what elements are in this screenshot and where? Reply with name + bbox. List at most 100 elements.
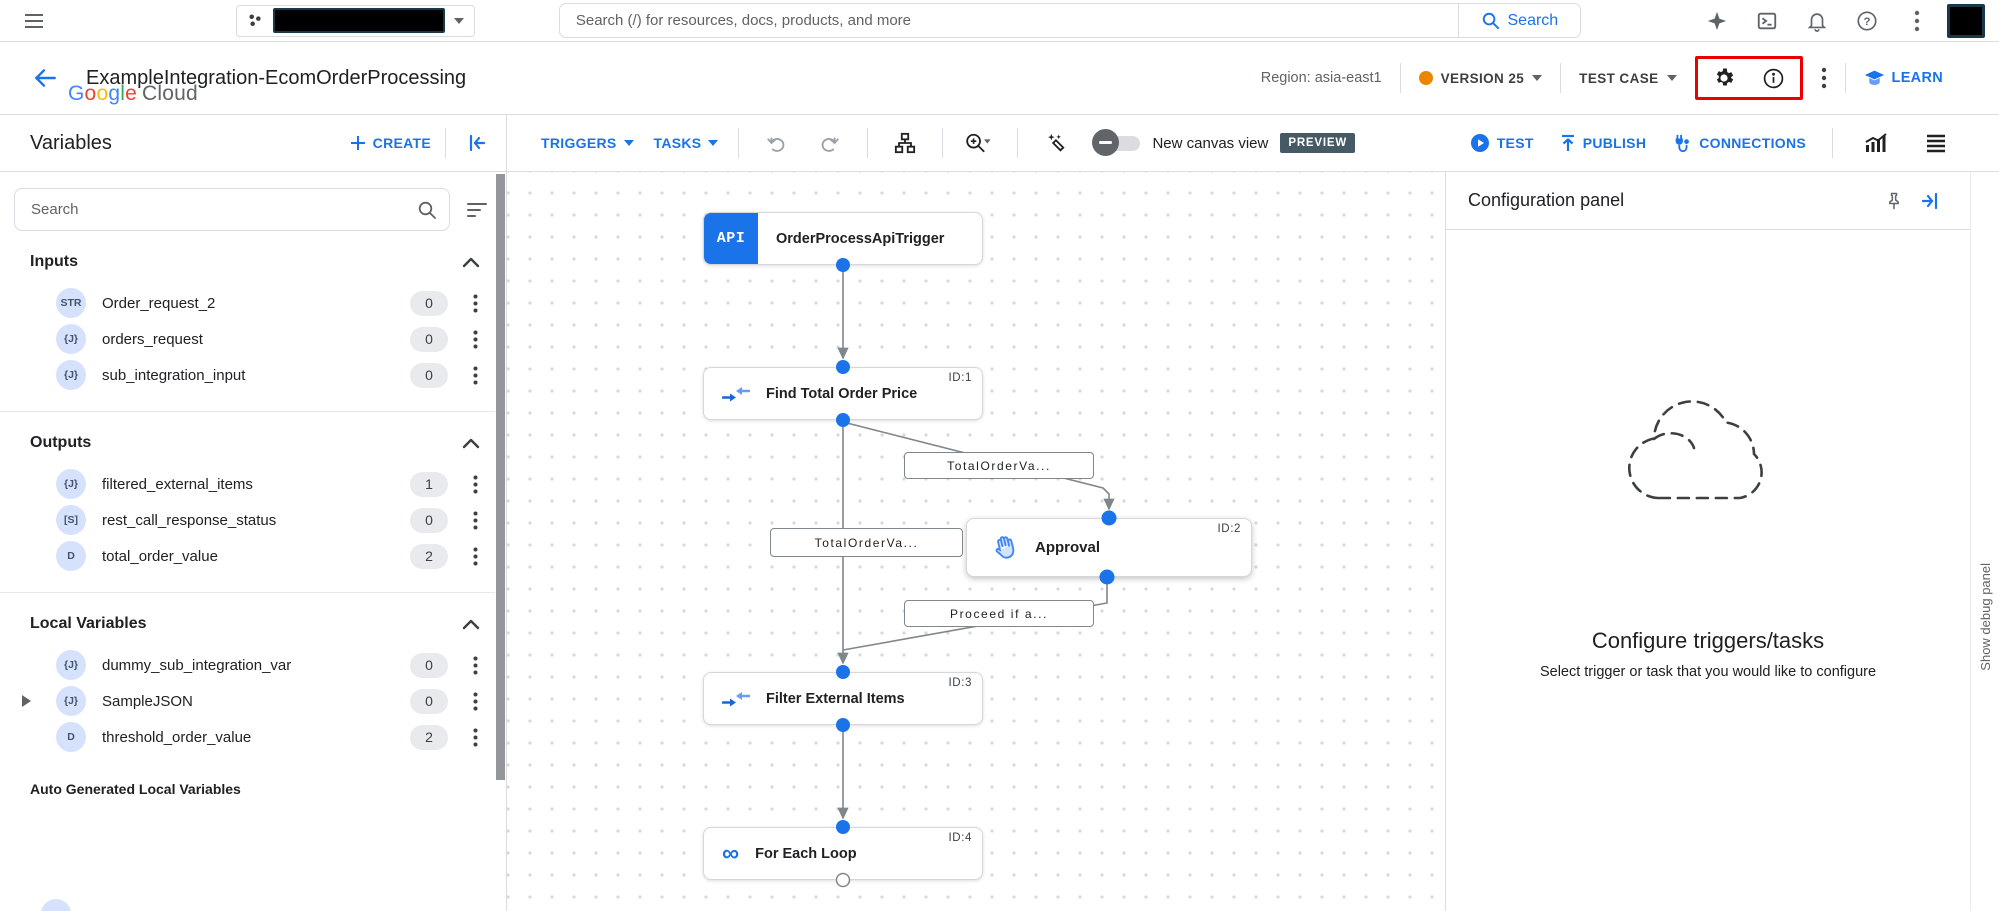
variable-kebab-icon[interactable] xyxy=(464,469,486,499)
variables-search-input[interactable] xyxy=(31,201,417,218)
variable-row[interactable]: D threshold_order_value 2 xyxy=(0,719,506,755)
node-order-process-api-trigger[interactable]: API OrderProcessApiTrigger xyxy=(703,212,983,265)
more-actions-kebab-icon[interactable] xyxy=(1821,67,1827,89)
node-id-label: ID:3 xyxy=(948,677,972,689)
configuration-panel-header: Configuration panel xyxy=(1446,172,1970,230)
integration-canvas[interactable]: API OrderProcessApiTrigger ID:1 Find Tot… xyxy=(507,172,1445,911)
collapse-panel-right-icon[interactable] xyxy=(1912,183,1948,219)
usage-count-badge: 0 xyxy=(410,652,448,678)
collapse-panel-left-icon[interactable] xyxy=(460,126,494,160)
logs-list-icon[interactable] xyxy=(1919,126,1953,160)
account-avatar-redacted[interactable] xyxy=(1947,3,1985,38)
sort-filter-icon[interactable] xyxy=(462,195,492,225)
learn-cap-icon xyxy=(1864,70,1884,85)
zoom-control-icon[interactable] xyxy=(963,126,997,160)
cutoff-variable-badge xyxy=(41,899,71,911)
auto-layout-sitemap-icon[interactable] xyxy=(888,126,922,160)
divider xyxy=(1844,63,1846,93)
empty-state-subtext: Select trigger or task that you would li… xyxy=(1539,664,1877,680)
version-dropdown[interactable]: VERSION 25 xyxy=(1418,71,1543,86)
new-canvas-view-toggle[interactable] xyxy=(1092,129,1141,156)
integration-title-bar: ExampleIntegration-EcomOrderProcessing R… xyxy=(0,42,1999,115)
ai-edit-wand-icon[interactable] xyxy=(1038,126,1072,160)
search-icon xyxy=(418,201,436,219)
configuration-panel: Configuration panel Configure triggers/t… xyxy=(1445,172,1970,911)
scrollbar-thumb[interactable] xyxy=(496,174,505,780)
sidebar-scrollbar[interactable] xyxy=(495,172,506,911)
triggers-dropdown[interactable]: TRIGGERS xyxy=(541,135,634,151)
variable-row[interactable]: {J} dummy_sub_integration_var 0 xyxy=(0,647,506,683)
back-arrow-icon[interactable] xyxy=(30,63,60,93)
local-variables-section-header[interactable]: Local Variables xyxy=(0,601,506,647)
variable-kebab-icon[interactable] xyxy=(464,360,486,390)
info-icon[interactable] xyxy=(1756,60,1792,96)
inputs-section-header[interactable]: Inputs xyxy=(0,239,506,285)
empty-state-cloud-icon xyxy=(1628,400,1763,500)
edge-condition-label[interactable]: Proceed if a... xyxy=(904,600,1094,627)
node-find-total-order-price[interactable]: ID:1 Find Total Order Price xyxy=(703,367,983,420)
usage-count-badge: 0 xyxy=(410,290,448,316)
variable-kebab-icon[interactable] xyxy=(464,686,486,716)
global-search: Search xyxy=(558,3,1581,38)
node-approval[interactable]: ID:2 Approval xyxy=(966,518,1252,577)
usage-count-badge: 0 xyxy=(410,362,448,388)
edge-condition-label[interactable]: TotalOrderVa... xyxy=(770,528,963,557)
variable-kebab-icon[interactable] xyxy=(464,541,486,571)
auto-generated-section-title: Auto Generated Local Variables xyxy=(30,781,241,797)
show-debug-panel-button[interactable]: Show debug panel xyxy=(1977,562,1993,671)
notifications-bell-icon[interactable] xyxy=(1797,1,1837,41)
settings-gear-icon[interactable] xyxy=(1706,60,1742,96)
usage-count-badge: 2 xyxy=(410,724,448,750)
variable-row[interactable]: {J} orders_request 0 xyxy=(0,321,506,357)
usage-count-badge: 0 xyxy=(410,326,448,352)
expand-triangle-icon[interactable] xyxy=(22,695,31,707)
variable-row[interactable]: {J} SampleJSON 0 xyxy=(0,683,506,719)
type-badge: D xyxy=(56,541,86,571)
variable-kebab-icon[interactable] xyxy=(464,288,486,318)
chevron-up-icon xyxy=(462,619,480,629)
create-variable-button[interactable]: CREATE xyxy=(350,135,431,151)
project-name-redacted xyxy=(272,8,445,33)
edge-condition-label[interactable]: TotalOrderVa... xyxy=(904,452,1094,479)
editor-toolbar: Variables CREATE TRIGGERS TASKS xyxy=(0,115,1999,172)
variable-row[interactable]: {J} sub_integration_input 0 xyxy=(0,357,506,393)
highlighted-actions-red-box xyxy=(1694,56,1803,100)
chevron-up-icon xyxy=(462,438,480,448)
gemini-sparkle-icon[interactable] xyxy=(1697,1,1737,41)
configuration-panel-body: Configure triggers/tasks Select trigger … xyxy=(1446,230,1970,911)
pin-icon[interactable] xyxy=(1876,183,1912,219)
outputs-section-header[interactable]: Outputs xyxy=(0,420,506,466)
test-button[interactable]: TEST xyxy=(1470,133,1534,153)
variable-kebab-icon[interactable] xyxy=(464,722,486,752)
variable-kebab-icon[interactable] xyxy=(464,505,486,535)
search-button[interactable]: Search xyxy=(1457,4,1580,37)
variable-kebab-icon[interactable] xyxy=(464,324,486,354)
variable-kebab-icon[interactable] xyxy=(464,650,486,680)
help-icon[interactable]: ? xyxy=(1847,1,1887,41)
type-badge: [S] xyxy=(56,505,86,535)
publish-button[interactable]: PUBLISH xyxy=(1560,134,1647,152)
redo-icon[interactable] xyxy=(813,126,847,160)
variables-panel-title: Variables xyxy=(30,131,112,154)
data-mapping-icon xyxy=(722,688,750,710)
variable-row[interactable]: D total_order_value 2 xyxy=(0,538,506,574)
tasks-dropdown[interactable]: TASKS xyxy=(654,135,719,151)
variable-row[interactable]: STR Order_request_2 0 xyxy=(0,285,506,321)
undo-icon[interactable] xyxy=(759,126,793,160)
global-search-input[interactable] xyxy=(559,4,1458,37)
node-filter-external-items[interactable]: ID:3 Filter External Items xyxy=(703,672,983,725)
node-for-each-loop[interactable]: ID:4 ∞ For Each Loop xyxy=(703,827,983,880)
hamburger-menu-icon[interactable] xyxy=(14,1,54,41)
test-case-dropdown[interactable]: TEST CASE xyxy=(1579,71,1677,86)
preview-badge: PREVIEW xyxy=(1280,133,1355,153)
analytics-icon[interactable] xyxy=(1859,126,1893,160)
search-icon xyxy=(1482,12,1499,30)
connections-button[interactable]: CONNECTIONS xyxy=(1672,133,1806,153)
learn-link[interactable]: LEARN xyxy=(1864,69,1943,88)
cloud-shell-icon[interactable] xyxy=(1747,1,1787,41)
variable-row[interactable]: [S] rest_call_response_status 0 xyxy=(0,502,506,538)
more-options-kebab-icon[interactable] xyxy=(1897,1,1937,41)
project-selector[interactable] xyxy=(235,4,475,37)
variable-row[interactable]: {J} filtered_external_items 1 xyxy=(0,466,506,502)
